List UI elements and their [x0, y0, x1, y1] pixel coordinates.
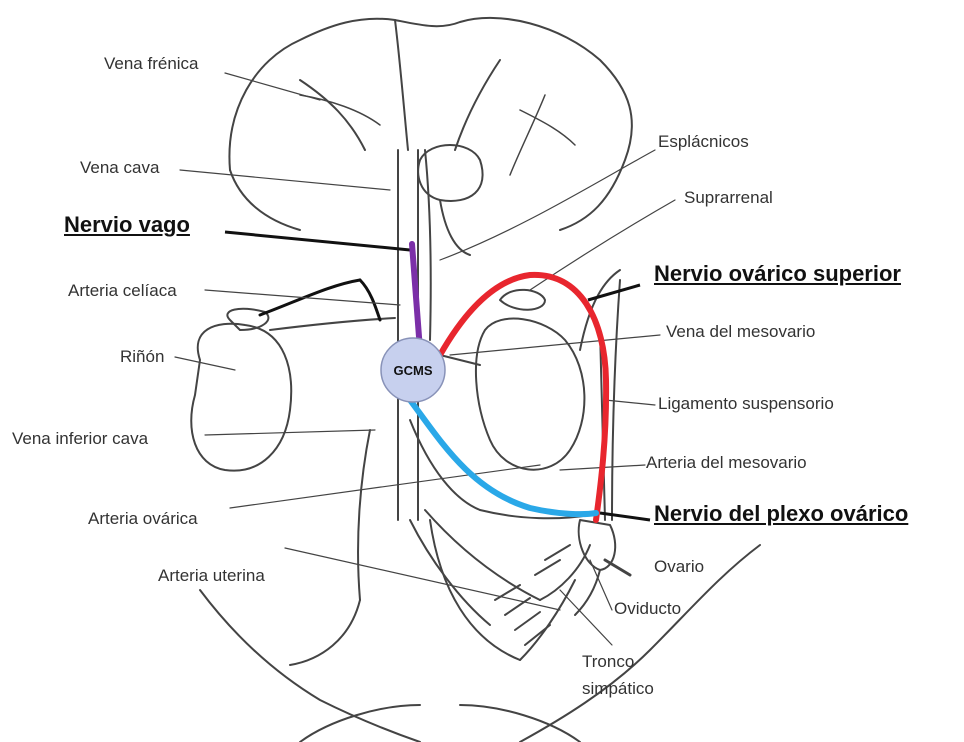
label-esplacnicos: Esplácnicos [658, 133, 749, 150]
label-arteria-ovarica: Arteria ovárica [88, 510, 198, 527]
label-oviducto: Oviducto [614, 600, 681, 617]
label-simpatico: simpático [582, 680, 654, 697]
anatomy-outline [175, 18, 760, 742]
label-suprarrenal: Suprarrenal [684, 189, 773, 206]
superior-ovarian-nerve-path [440, 275, 606, 520]
label-tronco: Tronco [582, 653, 634, 670]
label-vena-del-mesovario: Vena del mesovario [666, 323, 815, 340]
label-arteria-celiaca: Arteria celíaca [68, 282, 177, 299]
label-ligamento-suspensorio: Ligamento suspensorio [658, 395, 834, 412]
label-nervio-del-plexo-ovarico: Nervio del plexo ovárico [654, 503, 908, 525]
label-ovario: Ovario [654, 558, 704, 575]
label-nervio-vago: Nervio vago [64, 214, 190, 236]
label-nervio-ovarico-superior: Nervio ovárico superior [654, 263, 901, 285]
label-vena-inferior-cava: Vena inferior cava [12, 430, 148, 447]
label-rinon: Riñón [120, 348, 164, 365]
label-vena-frenica: Vena frénica [104, 55, 199, 72]
label-arteria-del-mesovario: Arteria del mesovario [646, 454, 807, 471]
label-vena-cava: Vena cava [80, 159, 159, 176]
label-arteria-uterina: Arteria uterina [158, 567, 265, 584]
ganglion-label: GCMS [394, 363, 433, 378]
